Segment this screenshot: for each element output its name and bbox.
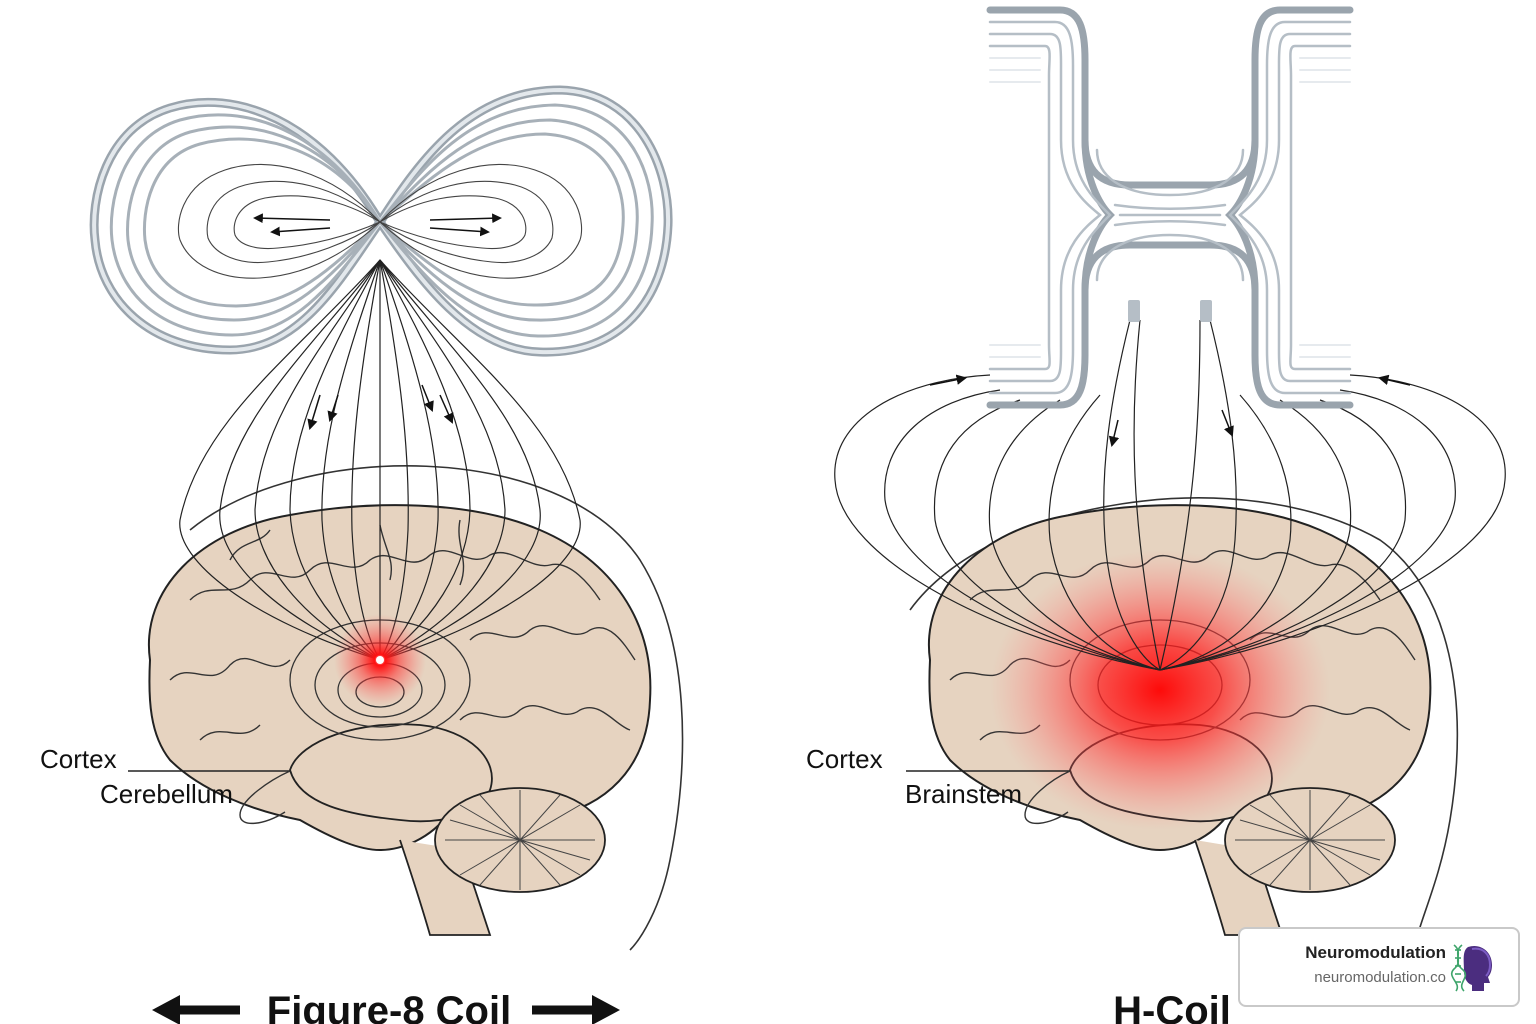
h-coil-title: H-Coil xyxy=(1113,989,1231,1024)
figure8-panel: Cortex Cerebellum Figure-8 Coil xyxy=(40,85,684,1024)
field-arrows-left xyxy=(307,384,454,431)
label-cortex-right: Cortex xyxy=(806,744,883,774)
label-brainstem-right: Brainstem xyxy=(905,779,1022,809)
cerebellum-left xyxy=(434,787,606,893)
figure8-coil-icon xyxy=(89,85,673,357)
diffuse-stimulation-area xyxy=(990,550,1330,830)
head-outline-left xyxy=(189,465,684,951)
h-coil-panel: Cortex Brainstem H-Coil xyxy=(806,6,1506,1024)
brain-left xyxy=(147,504,652,936)
field-lines-left xyxy=(179,259,581,661)
figure8-title-group: Figure-8 Coil xyxy=(152,989,620,1024)
figure8-coil-title: Figure-8 Coil xyxy=(267,989,511,1024)
label-cerebellum-left: Cerebellum xyxy=(100,779,233,809)
field-arrows-right xyxy=(929,374,1411,448)
brand-name: Neuromodulation xyxy=(1305,943,1446,962)
h-coil-icon xyxy=(986,6,1354,409)
label-cortex-left: Cortex xyxy=(40,744,117,774)
brand-url: neuromodulation.co xyxy=(1314,969,1446,986)
head-dna-logo-icon xyxy=(1450,944,1492,992)
field-lines-right xyxy=(834,319,1506,671)
cerebellum-right xyxy=(1224,787,1396,893)
brand-card[interactable]: Neuromodulation neuromodulation.co xyxy=(1238,927,1520,1007)
